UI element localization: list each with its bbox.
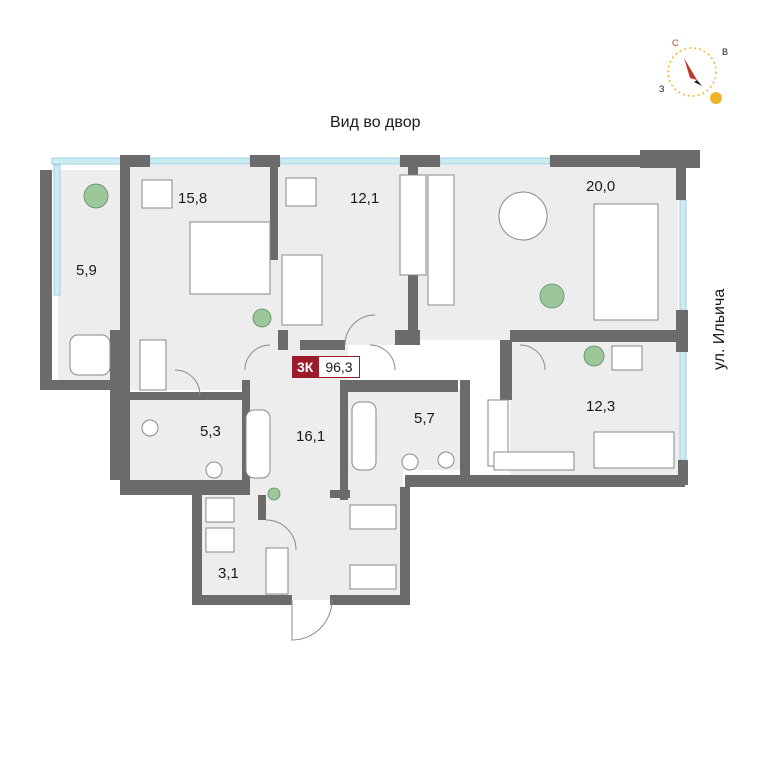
- toilet-1: [141, 419, 159, 437]
- bed-3: [593, 431, 675, 469]
- room-area-bedroom-1: 15,8: [178, 190, 208, 207]
- sink-2: [401, 453, 419, 471]
- compass-north-label: С: [672, 38, 679, 48]
- wardrobe-hall-2: [349, 564, 397, 590]
- sun-icon: [710, 92, 722, 104]
- wardrobe-1: [139, 339, 167, 391]
- bed-1: [189, 221, 271, 295]
- plant-icon: [583, 345, 605, 367]
- room-area-bathroom-1: 5,3: [200, 423, 221, 440]
- wardrobe-hall-1: [349, 504, 397, 530]
- room-area-hallway: 16,1: [296, 428, 326, 445]
- street-caption: ул. Ильича: [711, 288, 728, 370]
- room-area-bedroom-3: 12,3: [586, 398, 616, 415]
- apartment-total-area: 96,3: [318, 356, 360, 378]
- plant-icon: [267, 487, 281, 501]
- room-area-bathroom-2: 5,7: [414, 410, 435, 427]
- compass-east-label: В: [722, 47, 729, 57]
- apartment-type: 3К: [292, 356, 319, 378]
- armchair: [69, 334, 111, 376]
- view-caption: Вид во двор: [330, 114, 421, 131]
- doors: [174, 314, 546, 641]
- compass: [667, 47, 722, 104]
- room-area-living-kitchen: 20,0: [586, 178, 616, 195]
- bathtub-1: [245, 409, 271, 479]
- washer: [205, 497, 235, 523]
- wardrobe-3: [493, 451, 575, 471]
- plant-icon: [83, 183, 109, 209]
- compass-needle-icon: [684, 58, 697, 80]
- kitchen-counter: [427, 174, 455, 306]
- cabinet: [265, 547, 289, 595]
- desk-1: [141, 179, 173, 209]
- sofa-bed: [593, 203, 659, 321]
- bathtub-2: [351, 401, 377, 471]
- toilet-2: [437, 451, 455, 469]
- room-area-bedroom-2: 12,1: [350, 190, 380, 207]
- wardrobe-hangers: [399, 174, 427, 276]
- desk-3: [611, 345, 643, 371]
- dryer: [205, 527, 235, 553]
- compass-west-label: З: [659, 84, 665, 94]
- plants: [83, 183, 605, 501]
- furniture: [69, 174, 675, 595]
- sink-1: [205, 461, 223, 479]
- apartment-badge: 3К 96,3: [292, 356, 360, 378]
- room-area-balcony: 5,9: [76, 262, 97, 279]
- desk-2: [285, 177, 317, 207]
- plant-icon: [252, 308, 272, 328]
- dining-table: [498, 191, 548, 241]
- room-area-storage: 3,1: [218, 565, 239, 582]
- bathtub-small: [281, 254, 323, 326]
- plant-icon: [539, 283, 565, 309]
